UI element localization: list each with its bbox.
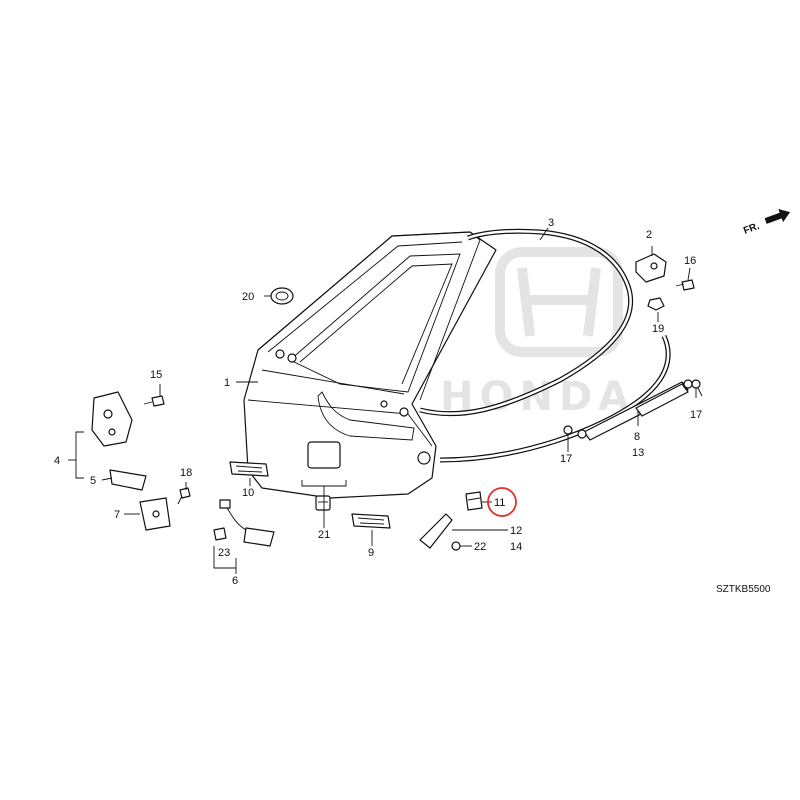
- ball-stud-part-17a[interactable]: [563, 425, 573, 444]
- label-part-4: 4: [54, 455, 60, 467]
- bumper-stop-part-21[interactable]: [315, 495, 331, 511]
- label-part-13: 13: [632, 447, 644, 459]
- lamp-lens-part-9[interactable]: [351, 513, 391, 529]
- tailgate-assembly[interactable]: [243, 231, 497, 499]
- bolt-part-16[interactable]: [675, 279, 695, 291]
- label-part-8: 8: [634, 431, 640, 443]
- label-part-3: 3: [548, 217, 554, 229]
- weatherstrip-seal[interactable]: [419, 228, 671, 463]
- bulb-part-23[interactable]: [213, 527, 227, 541]
- label-part-2: 2: [646, 229, 652, 241]
- bolt-part-15[interactable]: [143, 395, 165, 407]
- highlight-ring: [487, 487, 517, 517]
- gas-strut-part-8[interactable]: [577, 379, 693, 441]
- label-part-22: 22: [474, 541, 486, 553]
- label-part-21: 21: [318, 529, 330, 541]
- label-part-11: 11: [494, 497, 505, 509]
- arrow-right-icon: [764, 209, 791, 224]
- label-part-1: 1: [224, 377, 230, 389]
- clip-part-19[interactable]: [647, 297, 665, 311]
- label-part-6: 6: [232, 575, 238, 587]
- direction-label: FR.: [742, 221, 761, 237]
- latch-part-4[interactable]: [91, 391, 133, 447]
- leader-lines: [68, 227, 703, 574]
- label-part-9: 9: [368, 547, 374, 559]
- bumper-cushion-part-11[interactable]: [465, 491, 483, 511]
- label-part-10: 10: [242, 487, 254, 499]
- grommet-part-20[interactable]: [270, 287, 294, 305]
- label-part-23: 23: [218, 547, 230, 559]
- ball-stud-part-17b[interactable]: [691, 379, 701, 398]
- license-lamp-part-6[interactable]: [219, 499, 275, 547]
- label-part-14: 14: [510, 541, 522, 553]
- lamp-lens-part-10[interactable]: [229, 461, 269, 477]
- bracket-part-7[interactable]: [139, 497, 171, 531]
- handle-part-5[interactable]: [109, 469, 147, 491]
- front-direction-indicator: FR.: [742, 209, 791, 237]
- label-part-17a: 17: [560, 453, 572, 465]
- label-part-12: 12: [510, 525, 522, 537]
- hinge-part-2[interactable]: [635, 253, 667, 283]
- screw-part-18[interactable]: [177, 487, 191, 505]
- label-part-15: 15: [150, 369, 162, 381]
- label-part-18: 18: [180, 467, 192, 479]
- label-part-16: 16: [684, 255, 696, 267]
- label-part-5: 5: [90, 475, 96, 487]
- striker-part-12-14[interactable]: [419, 513, 453, 549]
- label-part-7: 7: [114, 509, 120, 521]
- diagram-code: SZTKB5500: [716, 584, 771, 595]
- part-labels: 1 2 3 4 5 6 7 8 9 10 11 12 13 14 15 16 1…: [54, 217, 702, 587]
- label-part-19: 19: [652, 323, 664, 335]
- label-part-17b: 17: [690, 409, 702, 421]
- screw-part-22[interactable]: [451, 541, 468, 551]
- label-part-20: 20: [242, 291, 254, 303]
